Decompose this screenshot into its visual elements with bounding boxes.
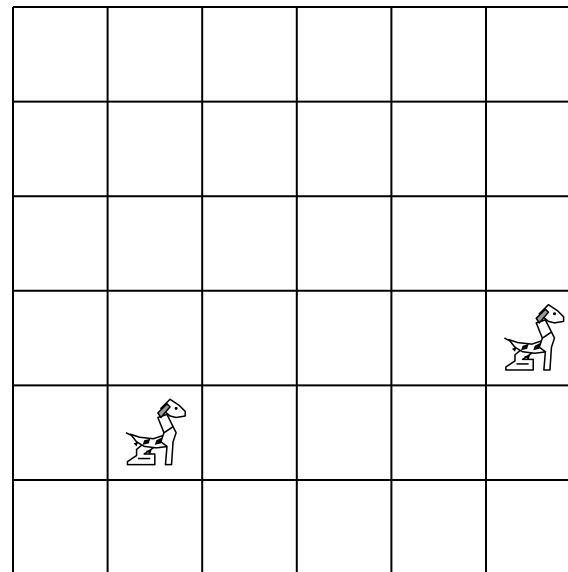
board-cell-r4-c4[interactable]: [391, 385, 486, 480]
board-cell-r2-c5[interactable]: [486, 196, 568, 291]
board-cell-r1-c2[interactable]: [202, 102, 297, 197]
board-cell-r0-c5[interactable]: [486, 7, 568, 102]
board-cell-r3-c2[interactable]: [202, 291, 297, 386]
board-cell-r5-c0[interactable]: [13, 480, 108, 572]
board-cell-r3-c1[interactable]: [108, 291, 203, 386]
board-cell-r0-c4[interactable]: [391, 7, 486, 102]
board-cell-r5-c5[interactable]: [486, 480, 568, 572]
board-cell-r1-c5[interactable]: [486, 102, 568, 197]
board-cell-r5-c2[interactable]: [202, 480, 297, 572]
board-cell-r5-c1[interactable]: [108, 480, 203, 572]
board-cell-r3-c3[interactable]: [297, 291, 392, 386]
board-cell-r2-c3[interactable]: [297, 196, 392, 291]
board-cell-r4-c5[interactable]: [486, 385, 568, 480]
board-cell-r4-c2[interactable]: [202, 385, 297, 480]
board-cell-r1-c0[interactable]: [13, 102, 108, 197]
board-cell-r1-c3[interactable]: [297, 102, 392, 197]
board-cell-r3-c0[interactable]: [13, 291, 108, 386]
board-cell-r3-c4[interactable]: [391, 291, 486, 386]
board-cell-r2-c4[interactable]: [391, 196, 486, 291]
board-cell-r5-c4[interactable]: [391, 480, 486, 572]
board-cell-r4-c3[interactable]: [297, 385, 392, 480]
board-cell-r1-c4[interactable]: [391, 102, 486, 197]
board-cell-r0-c3[interactable]: [297, 7, 392, 102]
board-cells: [13, 7, 568, 572]
board-cell-r2-c1[interactable]: [108, 196, 203, 291]
board-cell-r5-c3[interactable]: [297, 480, 392, 572]
board-cell-r2-c0[interactable]: [13, 196, 108, 291]
board-cell-r3-c5[interactable]: [486, 291, 568, 386]
board-cell-r1-c1[interactable]: [108, 102, 203, 197]
board-cell-r0-c0[interactable]: [13, 7, 108, 102]
board-cell-r4-c0[interactable]: [13, 385, 108, 480]
board-cell-r0-c1[interactable]: [108, 7, 203, 102]
board-cell-r2-c2[interactable]: [202, 196, 297, 291]
board-cell-r4-c1[interactable]: [108, 385, 203, 480]
board-cell-r0-c2[interactable]: [202, 7, 297, 102]
